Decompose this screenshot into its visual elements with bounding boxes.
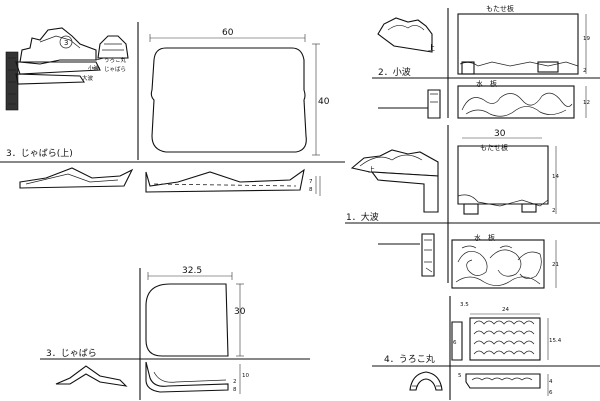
title-konami: 2．小波 bbox=[378, 66, 411, 78]
jabara-upper-front bbox=[19, 167, 134, 189]
dim-uroko-d7: 6 bbox=[549, 390, 553, 396]
uroko-side-profile bbox=[451, 321, 463, 361]
dim-jabara-height: 30 bbox=[234, 307, 246, 317]
konami-bracket-right bbox=[537, 61, 559, 73]
plan-outline-60x40 bbox=[150, 47, 307, 153]
jabara-side bbox=[145, 361, 229, 393]
onami-swirl-left bbox=[457, 251, 488, 276]
label-suiban-onami: 水 板 bbox=[474, 233, 495, 242]
onami-section-profile bbox=[378, 233, 435, 277]
uroko-bar-side bbox=[465, 373, 541, 389]
label-suiban-konami: 水 板 bbox=[476, 79, 497, 88]
title-onami: 1．大波 bbox=[346, 211, 379, 223]
jabara-upper-side bbox=[145, 168, 305, 193]
dim-uroko-d6: 4 bbox=[549, 379, 553, 385]
dim-top-width: 60 bbox=[222, 28, 234, 38]
plan-60x40: 60 40 bbox=[149, 28, 330, 156]
onami-band bbox=[15, 61, 101, 75]
label-uroko-maru: うろこ丸 bbox=[104, 56, 127, 64]
dim-konami-wave-h: 12 bbox=[583, 100, 590, 106]
onami-wave-panel bbox=[451, 239, 545, 289]
title-jabara-upper: 3．じゃばら(上) bbox=[6, 148, 73, 159]
dim-onami-height: 14 bbox=[552, 174, 559, 180]
dim-jabara-h2: 2 bbox=[233, 379, 237, 385]
dim-uroko-d4: 15.4 bbox=[549, 338, 562, 344]
label-top-onami: 上 bbox=[368, 165, 375, 174]
uroko-maru-arch bbox=[409, 371, 443, 391]
label-jabara: じゃばら bbox=[104, 65, 126, 73]
dim-uroko-d3: 6 bbox=[453, 340, 457, 346]
label-motase-konami: もたせ板 bbox=[486, 4, 514, 13]
dim-jabara-width: 32.5 bbox=[182, 266, 202, 276]
onami-iso-top bbox=[350, 149, 439, 177]
jabara-front bbox=[55, 365, 128, 387]
jabara-roof-shape bbox=[19, 27, 97, 65]
section-konami: 上 もたせ板 19 2 2．小波 水 板 12 bbox=[377, 4, 590, 119]
section-urokomaru: 3.5 24 6 15.4 4．うろこ丸 5 4 6 bbox=[384, 302, 562, 396]
assembly-post bbox=[5, 51, 19, 111]
konami-band bbox=[15, 73, 86, 85]
onami-iso-block bbox=[370, 171, 439, 213]
dim-konami-height: 19 bbox=[583, 36, 590, 42]
konami-bracket-left bbox=[461, 61, 475, 75]
title-jabara: 3．じゃばら bbox=[46, 348, 97, 359]
dim-jabara-h1: 10 bbox=[242, 373, 249, 379]
onami-bracket-left bbox=[463, 203, 479, 215]
label-motase-onami: もたせ板 bbox=[480, 143, 508, 152]
konami-wave-curve bbox=[461, 92, 573, 111]
dim-uroko-d1: 3.5 bbox=[460, 302, 469, 308]
konami-iso-block bbox=[377, 17, 433, 53]
dim-konami-sub: 2 bbox=[583, 68, 587, 74]
uroko-maru-shape bbox=[97, 35, 129, 59]
uroko-scale-pattern bbox=[473, 320, 535, 355]
plan-32x30: 32.5 30 bbox=[145, 266, 246, 357]
dim-top-height: 40 bbox=[318, 97, 330, 107]
section-jabara-upper: 3．じゃばら(上) 7 8 bbox=[6, 148, 321, 196]
grid-lines bbox=[0, 8, 600, 400]
section-onami: 上 30 もたせ板 14 2 1．大波 水 板 21 bbox=[346, 129, 559, 289]
title-urokomaru: 4．うろこ丸 bbox=[384, 353, 435, 365]
assembly-elevation: 3 うろこ丸 じゃばら 小波 大波 bbox=[5, 27, 129, 111]
konami-panel-plan bbox=[457, 13, 579, 75]
label-onami: 大波 bbox=[82, 74, 94, 82]
dim-uroko-d5: 5 bbox=[458, 373, 462, 379]
dim-uroko-d2: 24 bbox=[502, 307, 509, 313]
dim-onami-width: 30 bbox=[494, 129, 506, 139]
konami-wave-panel bbox=[457, 85, 575, 119]
dim-onami-sub: 2 bbox=[552, 208, 556, 214]
dim-jabara-upper-h1: 7 bbox=[309, 179, 313, 185]
dim-jabara-upper-h2: 8 bbox=[309, 187, 313, 193]
dim-jabara-h3: 8 bbox=[233, 387, 237, 393]
onami-panel-plan bbox=[457, 145, 549, 205]
label-num-3: 3 bbox=[64, 39, 68, 47]
dim-onami-wave-h: 21 bbox=[552, 262, 559, 268]
section-jabara: 3．じゃばら 10 2 8 bbox=[46, 348, 249, 394]
plan-outline-32x30 bbox=[145, 283, 229, 357]
jabara-circle bbox=[59, 35, 73, 49]
label-top-konami: 上 bbox=[428, 43, 435, 52]
uroko-scale-panel bbox=[469, 317, 541, 361]
onami-bracket-right bbox=[521, 203, 537, 213]
konami-section-profile bbox=[378, 89, 441, 119]
